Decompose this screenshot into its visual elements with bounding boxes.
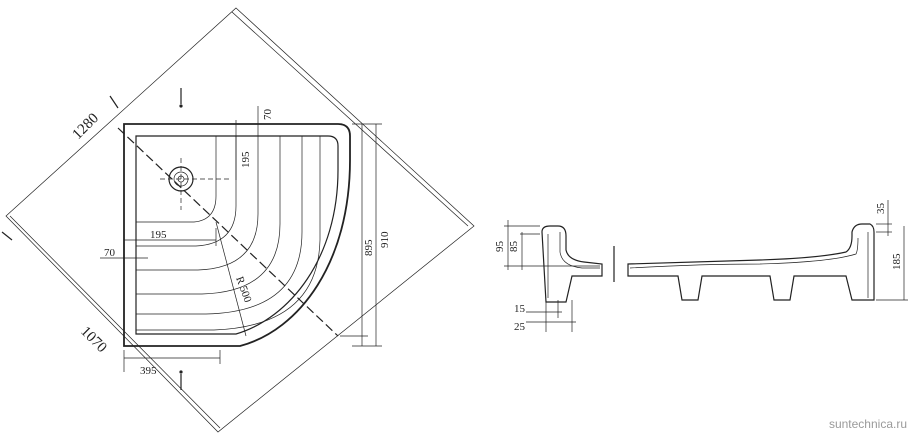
watermark: suntechnica.ru	[828, 417, 907, 431]
dim-195-mid: 195	[150, 229, 167, 241]
diagonal-centre-line	[117, 127, 339, 337]
dim-diagonal-1280: 1280	[70, 110, 103, 143]
section-view	[504, 200, 908, 332]
tray-inner-rim	[135, 135, 339, 335]
dim-35: 35	[875, 203, 887, 215]
dim-70-top: 70	[262, 109, 274, 121]
dim-25: 25	[514, 321, 526, 333]
dim-195-top: 195	[240, 151, 252, 168]
tray-outer-contour	[123, 123, 351, 347]
dim-95: 95	[494, 241, 506, 253]
section-left-part	[541, 225, 603, 303]
section-right-part	[627, 223, 875, 301]
plan-view	[1, 7, 475, 433]
dim-15: 15	[514, 303, 526, 315]
dim-70-left: 70	[104, 247, 116, 259]
dim-85: 85	[508, 241, 520, 253]
dim-diagonal-1070: 1070	[77, 324, 110, 357]
dim-895: 895	[363, 239, 375, 256]
dim-910: 910	[379, 231, 391, 248]
tray-steps	[136, 136, 321, 331]
dim-395: 395	[140, 365, 157, 377]
plan-outer-square	[5, 7, 475, 433]
dim-185: 185	[891, 253, 903, 270]
